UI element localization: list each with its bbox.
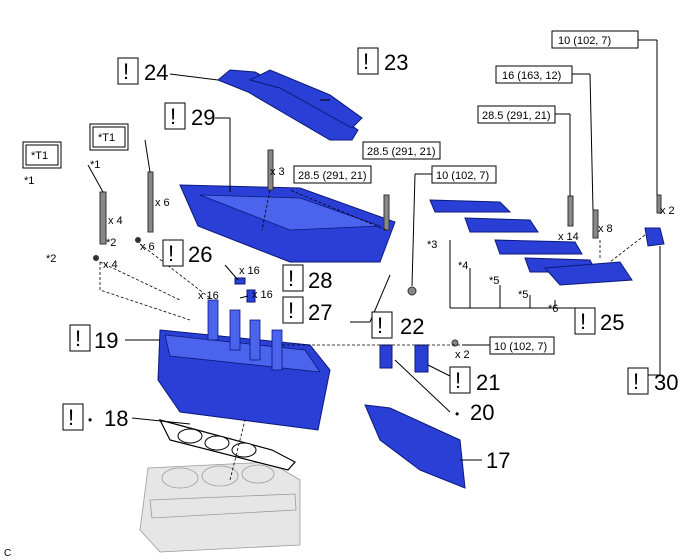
svg-text:!: ! bbox=[455, 368, 461, 393]
callout-28: ! 28 bbox=[282, 264, 332, 293]
note-2-a: *2 bbox=[46, 253, 56, 265]
svg-text:27: 27 bbox=[308, 300, 332, 325]
qty-x16-c: x 16 bbox=[198, 290, 219, 302]
callout-21: ! 21 bbox=[449, 366, 500, 395]
callout-19: ! 19 bbox=[69, 324, 118, 353]
part-30 bbox=[644, 227, 665, 247]
svg-text:29: 29 bbox=[191, 105, 215, 130]
note-2-b: *2 bbox=[106, 237, 116, 249]
svg-text:•: • bbox=[88, 413, 92, 427]
note-1-b: *1 bbox=[90, 159, 100, 171]
svg-text:!: ! bbox=[288, 266, 294, 291]
svg-text:24: 24 bbox=[144, 60, 168, 85]
qty-x4-b: x 4 bbox=[103, 259, 118, 271]
svg-text:19: 19 bbox=[94, 328, 118, 353]
note-5-a: *5 bbox=[489, 275, 499, 287]
svg-text:10 (102, 7): 10 (102, 7) bbox=[494, 341, 547, 353]
qty-x2-bottom: x 2 bbox=[455, 349, 470, 361]
callout-25: ! 25 bbox=[574, 307, 624, 335]
callout-20: • 20 bbox=[455, 400, 494, 425]
svg-text:30: 30 bbox=[654, 370, 678, 395]
callout-22: ! 22 bbox=[371, 311, 424, 339]
svg-text:•: • bbox=[455, 407, 459, 421]
svg-text:23: 23 bbox=[384, 50, 408, 75]
svg-text:*T1: *T1 bbox=[98, 132, 115, 144]
svg-text:!: ! bbox=[68, 405, 74, 430]
svg-text:21: 21 bbox=[476, 370, 500, 395]
note-4: *4 bbox=[458, 260, 468, 272]
torque-3: 28.5 (291, 21) bbox=[477, 105, 556, 124]
svg-text:!: ! bbox=[123, 59, 129, 84]
note-3: *3 bbox=[427, 239, 437, 251]
camshafts bbox=[217, 69, 363, 141]
cylinder-head bbox=[157, 299, 331, 431]
callout-23: ! 23 bbox=[357, 47, 408, 75]
rocker-brackets bbox=[429, 199, 633, 286]
torque-5: 28.5 (291, 21) bbox=[362, 141, 441, 160]
callout-27: ! 27 bbox=[282, 296, 332, 325]
svg-text:10 (102, 7): 10 (102, 7) bbox=[436, 170, 489, 182]
svg-text:28.5 (291, 21): 28.5 (291, 21) bbox=[482, 110, 551, 122]
bolts bbox=[93, 149, 662, 373]
svg-text:!: ! bbox=[288, 298, 294, 323]
svg-text:!: ! bbox=[170, 104, 176, 129]
svg-text:26: 26 bbox=[188, 242, 212, 267]
svg-text:!: ! bbox=[377, 313, 383, 338]
torque-6: 28.5 (291, 21) bbox=[293, 165, 372, 184]
svg-text:17: 17 bbox=[486, 448, 510, 473]
svg-text:!: ! bbox=[168, 241, 174, 266]
torque-1: 10 (102, 7) bbox=[551, 30, 639, 49]
corner-letter: C bbox=[4, 548, 11, 559]
heat-insulator bbox=[364, 404, 466, 489]
svg-text:!: ! bbox=[75, 326, 81, 351]
note-1-a: *1 bbox=[24, 175, 34, 187]
t1-box-right: *T1 bbox=[89, 123, 129, 151]
svg-text:18: 18 bbox=[104, 406, 128, 431]
qty-x6-b: x 6 bbox=[140, 241, 155, 253]
callout-29: ! 29 bbox=[164, 102, 215, 130]
torque-2: 16 (163, 12) bbox=[495, 65, 573, 84]
qty-x6-a: x 6 bbox=[155, 197, 170, 209]
torque-4: 10 (102, 7) bbox=[431, 165, 497, 184]
svg-text:!: ! bbox=[363, 49, 369, 74]
callout-26: ! 26 bbox=[162, 239, 212, 267]
note-5-b: *5 bbox=[518, 289, 528, 301]
camshaft-housing bbox=[179, 184, 396, 263]
dashed-lines bbox=[99, 189, 646, 481]
svg-text:20: 20 bbox=[470, 400, 494, 425]
torque-7: 10 (102, 7) bbox=[489, 336, 555, 355]
callout-30: ! 30 bbox=[627, 367, 678, 395]
qty-x2-top: x 2 bbox=[660, 205, 675, 217]
svg-text:22: 22 bbox=[400, 314, 424, 339]
svg-text:28.5 (291, 21): 28.5 (291, 21) bbox=[298, 170, 367, 182]
leader-lines bbox=[87, 39, 661, 461]
qty-x3: x 3 bbox=[270, 166, 285, 178]
head-gasket bbox=[158, 419, 296, 471]
qty-x8: x 8 bbox=[598, 223, 613, 235]
svg-text:!: ! bbox=[633, 369, 639, 394]
callout-18: ! • 18 bbox=[62, 403, 128, 431]
svg-text:28.5 (291, 21): 28.5 (291, 21) bbox=[367, 146, 436, 158]
qty-x4-a: x 4 bbox=[108, 215, 123, 227]
qty-x16-b: x 16 bbox=[252, 289, 273, 301]
qty-x16-a: x 16 bbox=[239, 265, 260, 277]
callout-17: 17 bbox=[486, 448, 510, 473]
t1-box-left: *T1 bbox=[22, 141, 62, 169]
svg-text:28: 28 bbox=[308, 268, 332, 293]
note-6: *6 bbox=[548, 303, 558, 315]
svg-text:*T1: *T1 bbox=[31, 150, 48, 162]
cylinder-block bbox=[139, 461, 301, 553]
svg-text:16 (163, 12): 16 (163, 12) bbox=[502, 70, 561, 82]
qty-x14: x 14 bbox=[558, 231, 579, 243]
svg-text:10 (102, 7): 10 (102, 7) bbox=[558, 35, 611, 47]
callout-24: ! 24 bbox=[117, 57, 168, 85]
svg-text:!: ! bbox=[580, 309, 586, 334]
svg-text:25: 25 bbox=[600, 310, 624, 335]
